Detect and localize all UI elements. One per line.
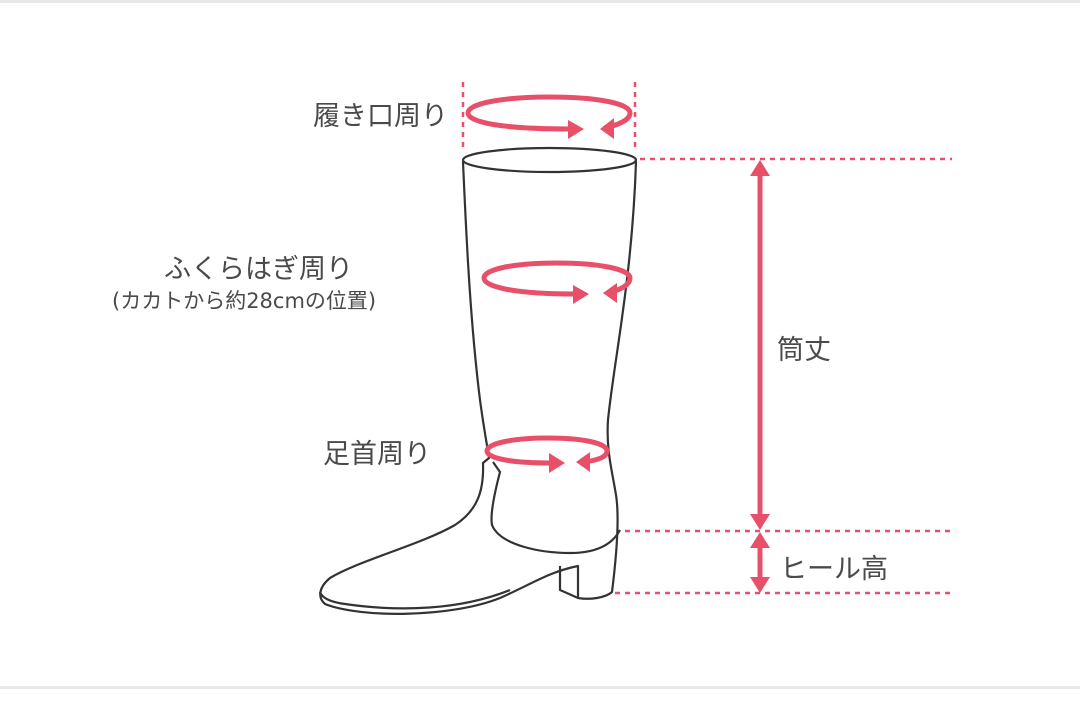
- shaft-height-label: 筒丈: [777, 335, 831, 366]
- guide-lines: [461, 82, 952, 595]
- heel-height-label: ヒール高: [780, 554, 888, 585]
- calf-circumference-label: ふくらはぎ周り: [164, 254, 353, 285]
- boot-opening: [461, 146, 638, 174]
- boot-outline: [318, 146, 638, 615]
- top-divider: [0, 0, 1080, 3]
- ankle-circumference-label: 足首周り: [323, 439, 431, 470]
- calf-measure-arrow-icon: [481, 260, 633, 297]
- bottom-divider: [0, 686, 1080, 689]
- opening-circumference-label: 履き口周り: [313, 101, 448, 132]
- opening-measure-arrow-icon: [465, 94, 633, 132]
- calf-position-note: (カカトから約28cmの位置): [112, 289, 377, 313]
- ankle-measure-arrow-icon: [484, 435, 610, 466]
